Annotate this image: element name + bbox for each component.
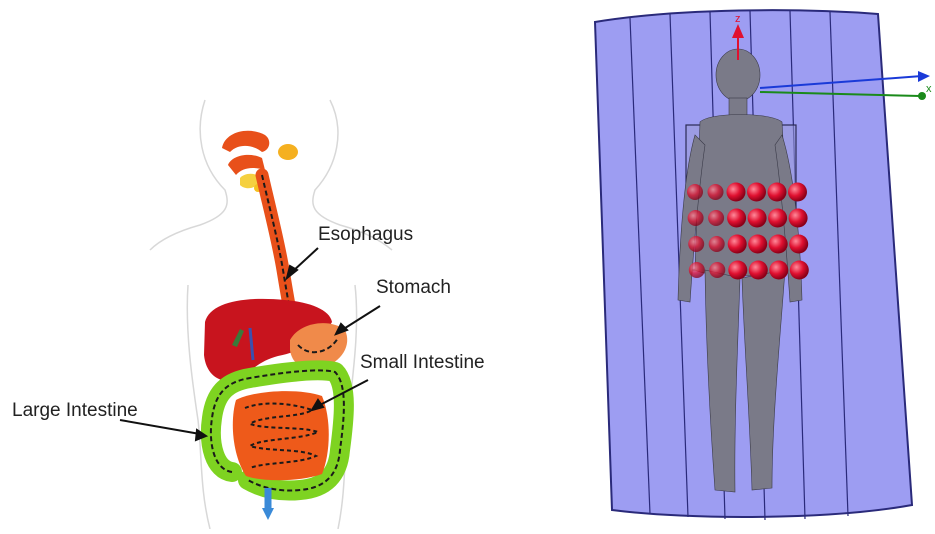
sphere-element	[748, 235, 767, 254]
y-axis-arrowhead	[918, 71, 930, 82]
z-axis-label: z	[735, 13, 741, 25]
sphere-element	[789, 235, 808, 254]
label-stomach: Stomach	[376, 277, 451, 298]
sphere-element	[728, 235, 747, 254]
sphere-element	[688, 236, 704, 252]
sphere-element	[727, 209, 746, 228]
sphere-element	[788, 183, 807, 202]
sphere-element	[768, 209, 787, 228]
sphere-element	[768, 183, 787, 202]
sphere-element	[687, 184, 703, 200]
sphere-element	[749, 261, 768, 280]
rectum-tip	[262, 508, 274, 520]
label-esophagus: Esophagus	[318, 224, 413, 245]
simulation-model-svg: z x	[560, 0, 935, 529]
sphere-element	[709, 236, 725, 252]
sphere-element	[689, 262, 705, 278]
digestive-system-diagram: Esophagus Stomach Small Intestine Large …	[0, 0, 560, 529]
sphere-element	[708, 210, 724, 226]
sphere-element	[769, 261, 788, 280]
sphere-element	[728, 261, 747, 280]
sphere-element	[727, 183, 746, 202]
sphere-element	[709, 262, 725, 278]
simulation-model-panel: z x	[560, 0, 935, 529]
sphere-element	[708, 184, 724, 200]
x-axis-arrowhead	[918, 92, 926, 100]
label-small-intestine: Small Intestine	[360, 352, 485, 373]
sphere-element	[790, 261, 809, 280]
x-axis-label: x	[926, 83, 932, 95]
sphere-element	[747, 183, 766, 202]
sphere-element	[789, 209, 808, 228]
label-large-intestine: Large Intestine	[12, 400, 138, 421]
sphere-element	[769, 235, 788, 254]
sphere-element	[748, 209, 767, 228]
digestive-anatomy-svg: Esophagus Stomach Small Intestine Large …	[0, 0, 560, 529]
sphere-element	[688, 210, 704, 226]
